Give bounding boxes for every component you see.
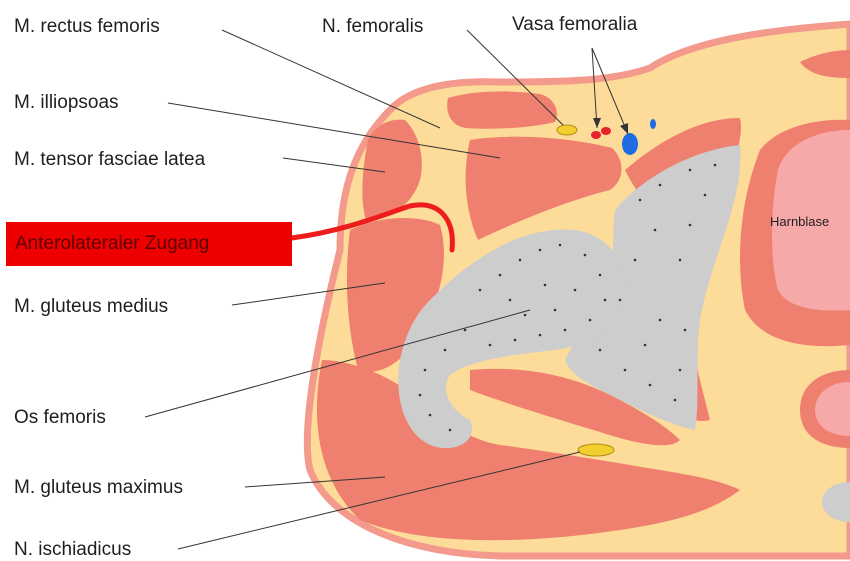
- leader-rectus-femoris: [222, 30, 440, 128]
- label-gluteus-medius: M. gluteus medius: [14, 297, 168, 316]
- rectus-femoris-muscle: [447, 91, 557, 128]
- femoral-vein: [622, 133, 638, 155]
- sciatic-nerve: [578, 444, 614, 456]
- label-rectus-femoris: M. rectus femoris: [14, 17, 160, 36]
- label-anterolateral-approach: Anterolateraler Zugang: [6, 222, 292, 266]
- femoral-nerve: [557, 125, 577, 135]
- femoral-artery-right: [601, 127, 611, 135]
- label-os-femoris: Os femoris: [14, 408, 106, 427]
- label-vasa-femoralia: Vasa femoralia: [512, 15, 637, 34]
- label-ischiadicus: N. ischiadicus: [14, 540, 131, 559]
- label-tensor-fasciae-latea: M. tensor fasciae latea: [14, 150, 205, 169]
- label-illiopsoas: M. illiopsoas: [14, 93, 119, 112]
- small-vein: [650, 119, 656, 129]
- label-gluteus-maximus: M. gluteus maximus: [14, 478, 183, 497]
- femoral-artery-left: [591, 131, 601, 139]
- label-femoralis: N. femoralis: [322, 17, 423, 36]
- label-harnblase: Harnblase: [770, 214, 829, 229]
